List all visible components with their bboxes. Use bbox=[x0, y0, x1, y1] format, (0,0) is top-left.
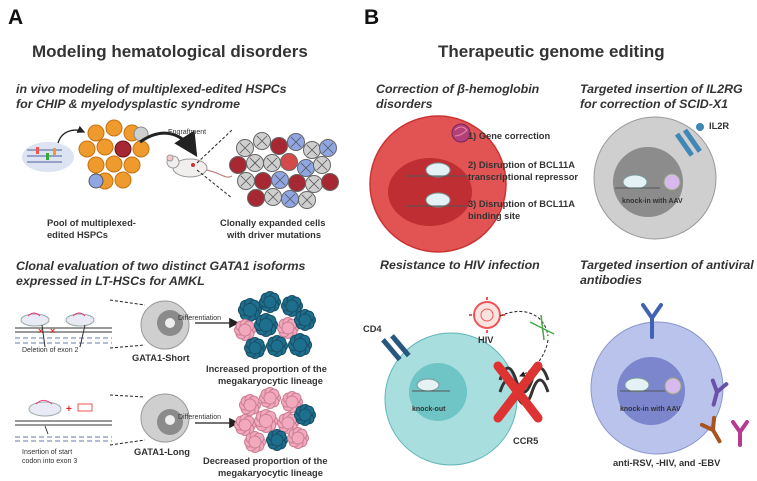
hspc-pool-icon bbox=[78, 119, 150, 190]
differentiation-label-1: Differentiation bbox=[178, 315, 222, 322]
cross-icon bbox=[493, 361, 543, 423]
dna-icon bbox=[22, 142, 74, 172]
svg-text:+: + bbox=[66, 404, 72, 415]
antibody-icon bbox=[699, 415, 722, 444]
arrow-icon bbox=[57, 125, 86, 144]
gata1-short-cell-icon bbox=[140, 300, 190, 350]
disruption2-label-b: binding site bbox=[468, 211, 521, 221]
il2r-label: IL2R bbox=[709, 121, 730, 131]
hbb-title-a: Correction of β-hemoglobin bbox=[376, 82, 540, 96]
zoom-line bbox=[196, 169, 233, 199]
pool-label-a: Pool of multiplexed- bbox=[47, 218, 136, 228]
decreased-label-b: megakaryocytic lineage bbox=[218, 468, 323, 478]
antiviral-title-b: antibodies bbox=[580, 273, 642, 287]
hiv-title: Resistance to HIV infection bbox=[380, 258, 540, 272]
antiviral-title-a: Targeted insertion of antiviral bbox=[580, 258, 754, 272]
expanded-label-a: Clonally expanded cells bbox=[220, 218, 326, 228]
gata1-long-dna-icon: + bbox=[15, 399, 112, 442]
increased-cells-icon bbox=[234, 291, 316, 359]
expanded-cells-icon bbox=[229, 132, 339, 209]
il2rg-title-b: for correction of SCID-X1 bbox=[580, 97, 729, 111]
gata1-long-label: GATA1-Long bbox=[134, 447, 190, 457]
zoom-line bbox=[196, 129, 233, 164]
mouse-icon bbox=[166, 154, 233, 178]
engraftment-arrow bbox=[139, 130, 198, 158]
expanded-label-b: with driver mutations bbox=[227, 230, 322, 240]
panel-a-title: Modeling hematological disorders bbox=[32, 42, 308, 61]
gata1-short-dna-icon: × × bbox=[15, 312, 112, 348]
panel-a-subtitle-2b: expressed in LT-HSCs for AMKL bbox=[16, 274, 205, 288]
svg-text:×: × bbox=[38, 326, 43, 336]
antibody-icon bbox=[731, 420, 749, 447]
red-cell-icon bbox=[369, 115, 507, 253]
blue-cell-icon bbox=[590, 321, 724, 455]
zoom-line bbox=[109, 344, 146, 349]
insertion-label-b: codon into exon 3 bbox=[22, 458, 78, 465]
knockout-label: knock-out bbox=[412, 406, 446, 413]
differentiation-label-2: Differentiation bbox=[178, 414, 222, 421]
cd4-receptor-icon bbox=[381, 334, 411, 362]
panel-b-title: Therapeutic genome editing bbox=[438, 42, 665, 61]
decreased-cells-icon bbox=[234, 387, 316, 453]
antibody-icon bbox=[710, 378, 729, 407]
cd4-label: CD4 bbox=[363, 324, 382, 334]
ccr5-label: CCR5 bbox=[513, 436, 539, 446]
disruption2-label-a: 3) Disruption of BCL11A bbox=[468, 199, 575, 209]
teal-cell-icon bbox=[384, 332, 518, 466]
panel-a-subtitle-1b: for CHIP & myelodysplastic syndrome bbox=[16, 97, 241, 111]
gata1-short-label: GATA1-Short bbox=[132, 353, 190, 363]
panel-a-subtitle-2a: Clonal evaluation of two distinct GATA1 … bbox=[16, 259, 306, 273]
hbb-title-b: disorders bbox=[376, 97, 433, 111]
hiv-virus-icon bbox=[469, 297, 505, 333]
panel-a-subtitle-1a: in vivo modeling of multiplexed-edited H… bbox=[16, 82, 287, 96]
zoom-line bbox=[109, 299, 146, 306]
engraftment-label: Engraftment bbox=[168, 129, 207, 136]
increased-label-a: Increased proportion of the bbox=[206, 364, 327, 374]
insertion-label-a: Insertion of start bbox=[22, 449, 73, 456]
il2r-receptor-icon bbox=[674, 123, 704, 157]
disruption1-label-a: 2) Disruption of BCL11A bbox=[468, 160, 575, 170]
ccr5-receptor-icon bbox=[493, 361, 550, 423]
panel-a-letter: A bbox=[8, 6, 24, 29]
gata1-long-cell-icon bbox=[140, 393, 190, 443]
svg-text:×: × bbox=[50, 326, 55, 336]
hiv-label: HIV bbox=[478, 335, 494, 345]
panel-b-letter: B bbox=[364, 6, 380, 29]
decreased-label-a: Decreased proportion of the bbox=[203, 456, 328, 466]
gray-cell-icon bbox=[593, 116, 717, 240]
knockin-label-1: knock-in with AAV bbox=[622, 198, 683, 205]
block-icon bbox=[540, 314, 545, 341]
antibody-icon bbox=[641, 303, 663, 339]
gene-correction-label: 1) Gene correction bbox=[468, 131, 551, 141]
zoom-line bbox=[109, 394, 146, 398]
deletion-label: Deletion of exon 2 bbox=[22, 347, 79, 354]
increased-label-b: megakaryocytic lineage bbox=[218, 376, 323, 386]
disruption1-label-b: transcriptional repressor bbox=[468, 172, 579, 182]
antiviral-label: anti-RSV, -HIV, and -EBV bbox=[613, 458, 721, 468]
knockin-label-2: knock-in with AAV bbox=[620, 406, 681, 413]
zoom-line bbox=[109, 439, 146, 446]
pool-label-b: edited HSPCs bbox=[47, 230, 108, 240]
il2rg-title-a: Targeted insertion of IL2RG bbox=[580, 82, 743, 96]
